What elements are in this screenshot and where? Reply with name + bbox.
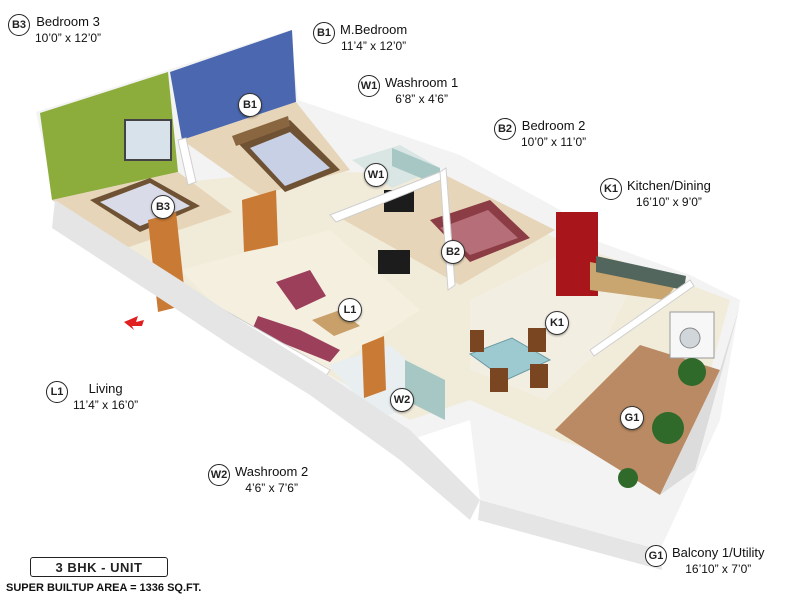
legend-balcony-code: G1 bbox=[645, 545, 667, 567]
living-tv bbox=[378, 250, 410, 274]
marker-g1-label: G1 bbox=[620, 406, 644, 430]
legend-washroom1-code: W1 bbox=[358, 75, 380, 97]
marker-b2: B2 bbox=[441, 240, 465, 264]
legend-washroom2-dims: 4’6” x 7’6” bbox=[245, 481, 298, 495]
legend-bedroom3-name: Bedroom 3 bbox=[36, 14, 100, 29]
unit-type-label: 3 BHK - UNIT bbox=[30, 557, 168, 577]
legend-kitchen: K1 Kitchen/Dining 16’10” x 9’0” bbox=[600, 178, 711, 210]
plant-1 bbox=[678, 358, 706, 386]
legend-bedroom2: B2 Bedroom 2 10’0” x 11’0” bbox=[494, 118, 586, 150]
legend-living-code: L1 bbox=[46, 381, 68, 403]
bedroom-door bbox=[242, 190, 278, 252]
legend-kitchen-code: K1 bbox=[600, 178, 622, 200]
plant-3 bbox=[618, 468, 638, 488]
marker-b1: B1 bbox=[238, 93, 262, 117]
bedroom3-window bbox=[124, 119, 172, 161]
dining-chair-4 bbox=[530, 364, 548, 388]
marker-b3: B3 bbox=[151, 195, 175, 219]
kitchen-backsplash bbox=[596, 256, 686, 290]
master-headboard bbox=[232, 116, 290, 146]
legend-balcony: G1 Balcony 1/Utility 16’10” x 7’0” bbox=[645, 545, 764, 577]
dining-chair-1 bbox=[470, 330, 484, 352]
legend-master-bedroom-name: M.Bedroom bbox=[340, 22, 408, 37]
marker-l1: L1 bbox=[338, 298, 362, 322]
dining-chair-2 bbox=[528, 328, 546, 352]
legend-washroom1: W1 Washroom 1 6’8” x 4’6” bbox=[358, 75, 458, 107]
bedroom3-bedsheet bbox=[100, 183, 190, 226]
marker-b3-label: B3 bbox=[151, 195, 175, 219]
legend-washroom1-name: Washroom 1 bbox=[385, 75, 459, 90]
master-bedsheet bbox=[250, 132, 330, 186]
legend-washroom1-dims: 6’8” x 4’6” bbox=[395, 92, 448, 106]
marker-b2-label: B2 bbox=[441, 240, 465, 264]
legend-bedroom3-code: B3 bbox=[8, 14, 30, 36]
marker-g1: G1 bbox=[620, 406, 644, 430]
marker-w1-label: W1 bbox=[364, 163, 388, 187]
washing-machine-door bbox=[679, 327, 701, 349]
legend-living-name: Living bbox=[88, 381, 123, 396]
legend-kitchen-dims: 16’10” x 9’0” bbox=[635, 195, 702, 209]
marker-k1-label: K1 bbox=[545, 311, 569, 335]
plant-2 bbox=[652, 412, 684, 444]
washroom2-wall bbox=[405, 360, 445, 420]
living-armchair bbox=[276, 270, 326, 310]
right-wall-face bbox=[478, 500, 662, 570]
legend-master-bedroom-code: B1 bbox=[313, 22, 335, 44]
super-builtup-area: SUPER BUILTUP AREA = 1336 SQ.FT. bbox=[6, 582, 202, 594]
interior-wall-1 bbox=[177, 137, 197, 186]
bedroom3-wall bbox=[40, 72, 178, 200]
legend-master-bedroom-dims: 11’4” x 12’0” bbox=[341, 39, 407, 53]
interior-wall-5 bbox=[589, 279, 695, 357]
legend-living: L1 Living 11’4” x 16’0” bbox=[46, 381, 138, 413]
marker-w2-label: W2 bbox=[390, 388, 414, 412]
legend-bedroom2-dims: 10’0” x 11’0” bbox=[521, 135, 587, 149]
legend-bedroom2-code: B2 bbox=[494, 118, 516, 140]
legend-washroom2-name: Washroom 2 bbox=[235, 464, 309, 479]
marker-w2: W2 bbox=[390, 388, 414, 412]
legend-master-bedroom: B1 M.Bedroom 11’4” x 12’0” bbox=[313, 22, 407, 54]
entry-arrow bbox=[124, 316, 144, 330]
legend-living-dims: 11’4” x 16’0” bbox=[73, 398, 139, 412]
legend-washroom2: W2 Washroom 2 4’6” x 7’6” bbox=[208, 464, 308, 496]
legend-bedroom3: B3 Bedroom 3 10’0” x 12’0” bbox=[8, 14, 101, 46]
legend-bedroom3-dims: 10’0” x 12’0” bbox=[35, 31, 102, 45]
legend-balcony-name: Balcony 1/Utility bbox=[672, 545, 765, 560]
legend-kitchen-name: Kitchen/Dining bbox=[627, 178, 711, 193]
legend-washroom2-code: W2 bbox=[208, 464, 230, 486]
legend-bedroom2-name: Bedroom 2 bbox=[521, 118, 586, 133]
marker-k1: K1 bbox=[545, 311, 569, 335]
marker-l1-label: L1 bbox=[338, 298, 362, 322]
marker-b1-label: B1 bbox=[238, 93, 262, 117]
front-wall-face bbox=[52, 200, 480, 520]
dining-chair-3 bbox=[490, 368, 508, 392]
washroom2-door bbox=[362, 336, 386, 398]
marker-w1: W1 bbox=[364, 163, 388, 187]
living-sofa bbox=[252, 316, 340, 362]
legend-balcony-dims: 16’10” x 7’0” bbox=[685, 562, 752, 576]
